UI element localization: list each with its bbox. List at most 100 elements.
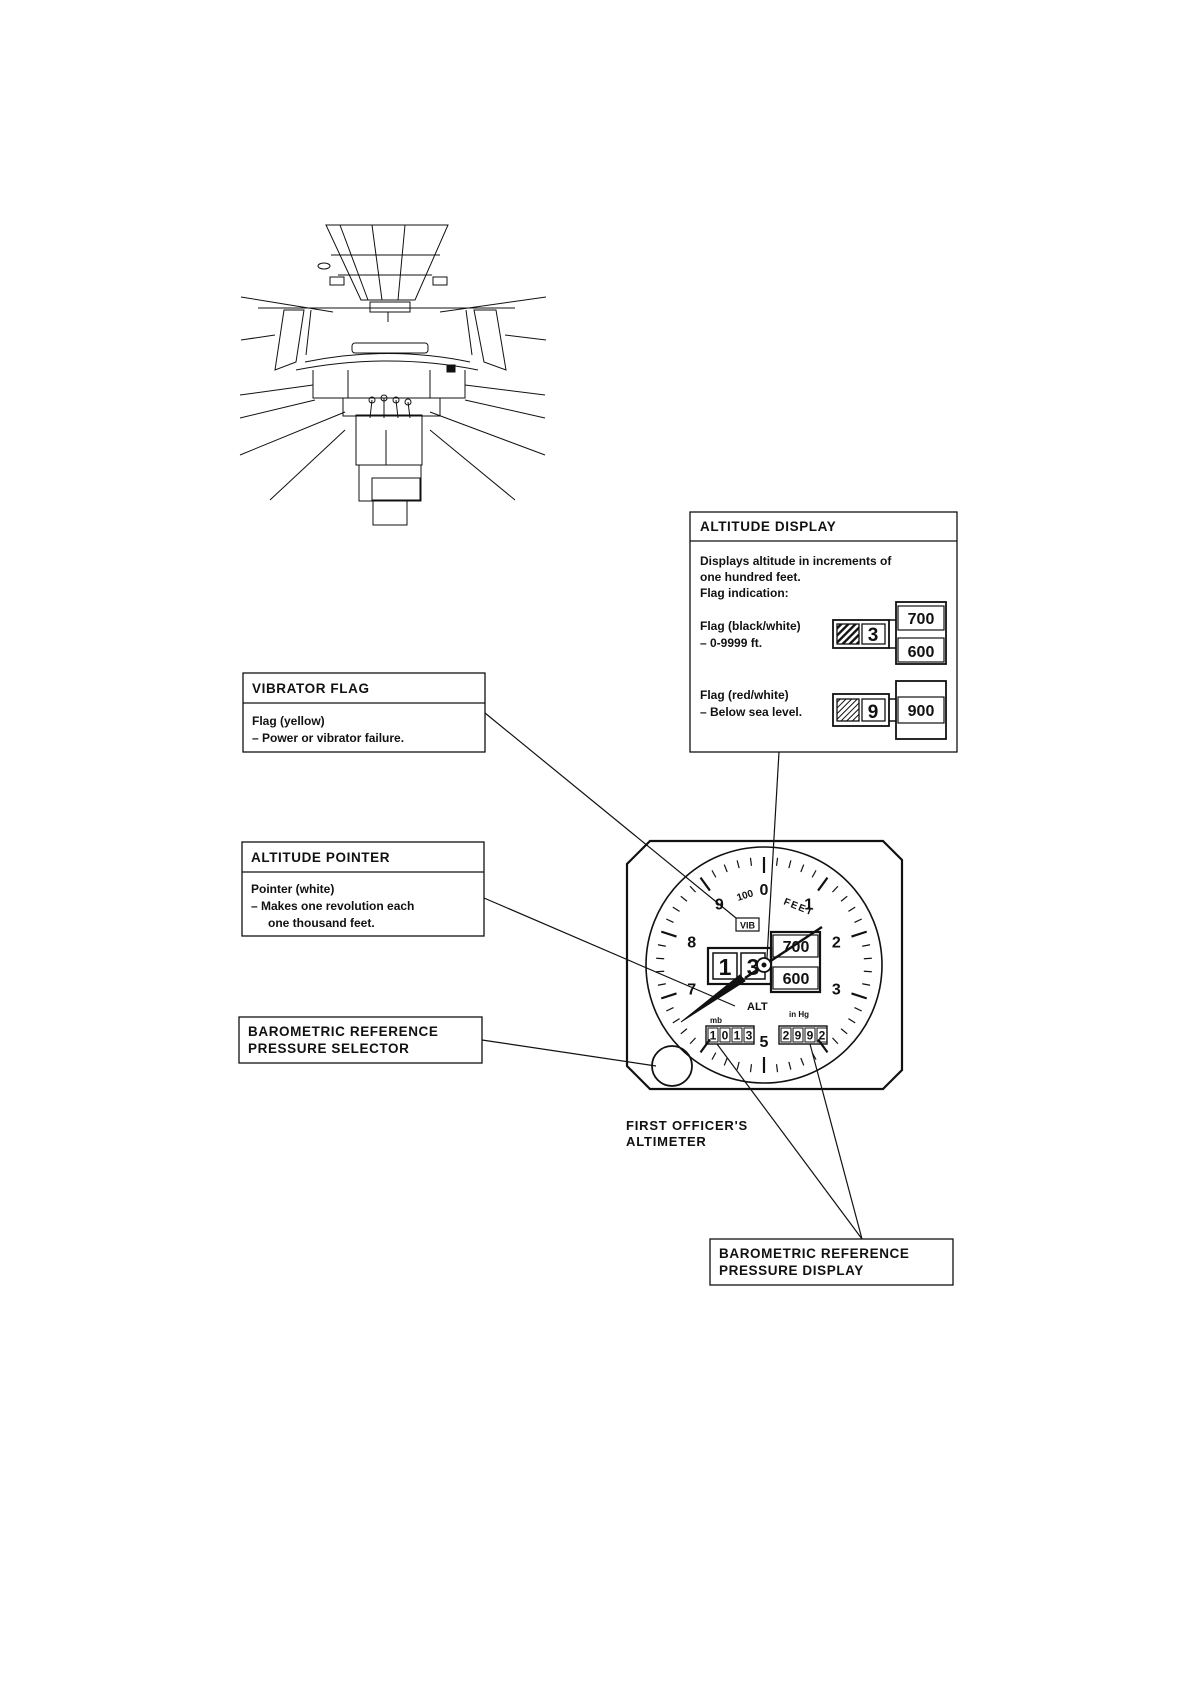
minor-tick: [672, 1018, 680, 1024]
minor-tick: [788, 1061, 792, 1070]
minor-tick: [749, 1064, 753, 1073]
minor-tick: [680, 895, 688, 902]
inhg-label: in Hg: [789, 1010, 809, 1019]
minor-tick: [848, 906, 856, 912]
major-tick: [699, 876, 711, 892]
flag1-graphic: 3 700 600: [832, 601, 947, 665]
flag1-top-value: 700: [908, 611, 935, 628]
digit: 9: [795, 1029, 802, 1043]
flag1-bottom-value: 600: [908, 644, 935, 661]
minor-tick: [863, 970, 872, 973]
minor-tick: [832, 885, 839, 893]
vibrator-flag-callout: VIBRATOR FLAG Flag (yellow) – Power or v…: [242, 672, 486, 753]
altitude-display-desc-2: one hundred feet.: [700, 570, 801, 584]
flag2-value: 900: [908, 703, 935, 720]
minor-tick: [854, 918, 862, 923]
dial-units-label: 100: [736, 888, 756, 904]
flag2-label: Flag (red/white): [700, 688, 789, 702]
altitude-display-title: ALTITUDE DISPLAY: [700, 519, 836, 534]
alt-label: ALT: [747, 1001, 768, 1013]
digit: 1: [734, 1029, 741, 1043]
dial-number: 1: [804, 897, 813, 914]
altitude-pointer-title: ALTITUDE POINTER: [251, 850, 390, 865]
minor-tick: [840, 1028, 848, 1035]
leader-lines: [481, 712, 863, 1240]
baro-display-title-1: BAROMETRIC REFERENCE: [719, 1246, 910, 1261]
major-tick: [817, 876, 829, 892]
minor-tick: [657, 983, 666, 986]
vibrator-flag-line-2: – Power or vibrator failure.: [252, 731, 404, 745]
minor-tick: [666, 1007, 674, 1012]
minor-tick: [788, 860, 792, 869]
minor-tick: [656, 957, 665, 960]
digit-cell: [719, 1027, 731, 1043]
baro-selector-callout: BAROMETRIC REFERENCE PRESSURE SELECTOR: [238, 1016, 483, 1064]
minor-tick: [840, 895, 848, 902]
flag2-graphic: 9 900: [832, 680, 947, 740]
major-tick: [660, 992, 677, 1000]
vibrator-flag-line-1: Flag (yellow): [252, 714, 325, 728]
major-tick: [699, 1038, 711, 1054]
altitude-display-desc-1: Displays altitude in increments of: [700, 554, 892, 568]
minor-tick: [723, 864, 728, 873]
flag1-detail: – 0-9999 ft.: [700, 636, 762, 650]
hundreds-drum-bottom: 600: [783, 971, 810, 988]
altitude-pointer-line-2: – Makes one revolution each: [251, 899, 414, 913]
major-tick: [851, 930, 868, 938]
leader-altitude-pointer: [483, 897, 736, 1007]
vib-flag-label: VIB: [740, 921, 756, 931]
major-tick: [851, 992, 868, 1000]
digit-cell: [792, 1027, 804, 1043]
minor-tick: [656, 970, 665, 973]
leader-baro-display-mb: [716, 1043, 863, 1240]
baro-display-callout: BAROMETRIC REFERENCE PRESSURE DISPLAY: [709, 1238, 954, 1286]
altimeter-dial: [645, 846, 883, 1084]
minor-tick: [689, 1037, 696, 1045]
digit: 2: [783, 1029, 790, 1043]
minor-tick: [800, 1057, 805, 1066]
minor-tick: [711, 1052, 717, 1060]
leader-baro-display-inhg: [809, 1043, 863, 1240]
altitude-pointer-line-3: one thousand feet.: [268, 916, 375, 930]
minor-tick: [854, 1007, 862, 1012]
minor-tick: [863, 957, 872, 960]
minor-tick: [862, 944, 871, 947]
baro-selector-title-1: BAROMETRIC REFERENCE: [248, 1024, 439, 1039]
leader-baro-selector: [481, 1039, 657, 1067]
flag1-digit: 3: [868, 625, 879, 646]
minor-tick: [711, 870, 717, 878]
vibrator-flag-title: VIBRATOR FLAG: [252, 681, 370, 696]
digit-cell: [804, 1027, 816, 1043]
minor-tick: [657, 944, 666, 947]
leader-altitude-display: [766, 751, 780, 959]
flag1-label: Flag (black/white): [700, 619, 801, 633]
minor-tick: [689, 885, 696, 893]
minor-tick: [672, 906, 680, 912]
dial-number: 0: [760, 882, 769, 899]
minor-tick: [775, 857, 779, 866]
digit-cell: [731, 1027, 743, 1043]
baro-display-title-2: PRESSURE DISPLAY: [719, 1263, 864, 1278]
baro-selector-knob[interactable]: [651, 1045, 693, 1087]
major-tick: [660, 930, 677, 938]
altitude-pointer-callout: ALTITUDE POINTER Pointer (white) – Makes…: [241, 841, 485, 937]
mb-label: mb: [710, 1016, 722, 1025]
altitude-pointer-line-1: Pointer (white): [251, 882, 334, 896]
altimeter-caption-2: ALTIMETER: [626, 1134, 707, 1149]
digit: 2: [819, 1029, 826, 1043]
minor-tick: [736, 860, 740, 869]
digit-cell: [780, 1027, 792, 1043]
dial-number: 7: [687, 981, 696, 998]
flag2-detail: – Below sea level.: [700, 705, 802, 719]
dial-number: 9: [715, 897, 724, 914]
altimeter-caption-1: FIRST OFFICER'S: [626, 1118, 748, 1133]
minor-tick: [811, 870, 817, 878]
digit: 1: [710, 1029, 717, 1043]
flag2-digit: 9: [868, 702, 879, 723]
digit: 3: [746, 1029, 753, 1043]
digit-cell: [816, 1027, 828, 1043]
